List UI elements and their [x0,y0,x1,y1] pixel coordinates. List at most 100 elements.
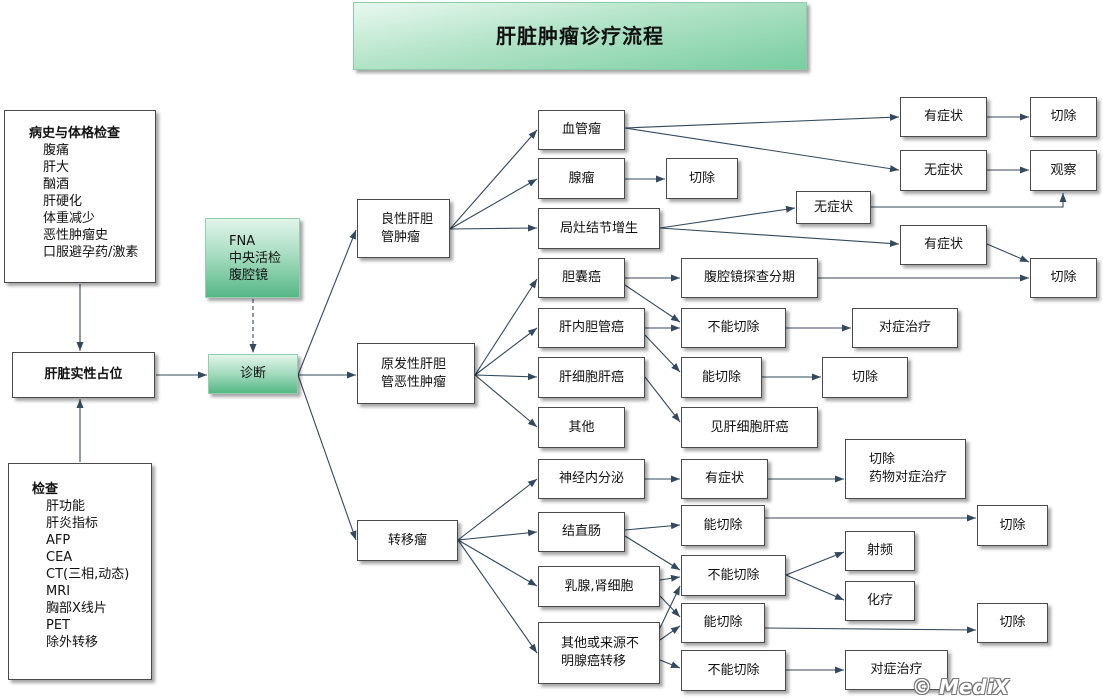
arrow-metastatic-to-neuroendocrine [457,478,538,541]
hemangioma-asymptomatic-box: 无症状 [900,150,987,191]
asymptomatic-label: 无症状 [923,162,963,178]
primary-label-line: 管恶性肿瘤 [381,374,447,390]
biopsy-item: 腹腔镜 [229,267,269,283]
arrow-resectable-to-resection-lower [764,626,977,634]
breast-renal-label: 乳腺,肾细胞 [564,578,634,594]
asymptomatic-label: 无症状 [813,199,853,215]
intrahepatic-label: 肝内胆管癌 [558,320,624,335]
resectable-label: 能切除 [703,615,743,630]
fnh-asymptomatic-box: 无症状 [796,191,871,224]
resection-label: 切除 [851,369,878,385]
exam-item: 除外转移 [46,635,99,650]
arrow-hemangioma-to-asymptomatic [624,127,900,173]
metastatic-palliative-box: 对症治疗 [845,650,948,690]
arrow-hemangioma-to-symptomatic [624,113,900,129]
colorectal-box: 结直肠 [538,512,625,552]
primary-other-box: 其他 [538,407,625,448]
neuroendocrine-label: 神经内分泌 [558,471,624,486]
primary-resectable-box: 能切除 [681,357,762,398]
history-item: 口服避孕药/激素 [43,245,139,260]
history-item: 腹痛 [43,143,70,158]
arrow-unresectable-to-chemo [785,574,845,601]
solid-liver-mass-box: 肝脏实性占位 [12,352,155,398]
fnh-box: 局灶结节增生 [538,208,660,249]
hcc-box: 肝细胞肝癌 [538,357,645,398]
gallbladder-cancer-box: 胆囊癌 [538,258,625,298]
biopsy-item: FNA [229,233,256,249]
arrow-primary-to-gallbladder [474,278,538,376]
arrow-fnh-symptomatic-to-resection [986,243,1030,263]
unresectable-label: 不能切除 [707,662,760,678]
unresectable-label: 不能切除 [707,567,760,583]
watermark: © MediX [912,675,1010,699]
primary-unresectable-box: 不能切除 [681,308,786,348]
arrow-hcc-to-refer [644,376,681,423]
chemotherapy-label: 化疗 [866,593,893,608]
exam-item: MRI [46,584,71,599]
arrow-fnh-asymptomatic-to-observation [871,193,1067,208]
resection-label: 切除 [999,517,1026,533]
neuroendocrine-treatment-box: 切除 药物对症治疗 [845,439,966,499]
palliative-label: 对症治疗 [870,662,923,677]
page-title-text: 肝脏肿瘤诊疗流程 [496,24,664,48]
exam-item: 肝炎指标 [46,516,99,531]
biopsy-box: FNA 中央活检 腹腔镜 [205,218,300,298]
arrow-colorectal-to-resectable [624,522,681,531]
history-item: 体重减少 [43,211,96,226]
laparoscopic-staging-box: 腹腔镜探查分期 [681,258,818,298]
history-heading: 病史与体格检查 [29,126,121,141]
hemangioma-label: 血管瘤 [561,122,601,137]
metastatic-unresectable-box: 不能切除 [681,555,786,596]
arrow-breast-to-unresectable [659,574,681,582]
history-item: 酗酒 [43,177,70,192]
history-item: 肝硬化 [43,194,83,209]
observation-box: 观察 [1030,150,1097,191]
benign-label-line: 良性肝胆 [381,211,434,227]
exam-item: 肝功能 [46,499,86,514]
arrow-benign-to-fnh [449,224,538,232]
resectable-label: 能切除 [701,369,741,385]
hemangioma-symptomatic-box: 有症状 [900,97,987,137]
history-box: 病史与体格检查 腹痛 肝大 酗酒 肝硬化 体重减少 恶性肿瘤史 口服避孕药/激素 [4,110,156,283]
arrow-colorectal-to-unresectable [624,535,681,571]
metastatic-other-line: 明腺癌转移 [561,654,627,669]
primary-resection-box: 切除 [822,357,908,398]
unresectable-label: 不能切除 [707,320,760,335]
intrahepatic-cholangiocarcinoma-box: 肝内胆管癌 [538,308,645,348]
adenoma-label: 腺瘤 [568,170,595,186]
hcc-label: 肝细胞肝癌 [558,369,624,385]
exam-item: CEA [46,550,73,565]
metastatic-other-line: 其他或来源不 [561,636,640,651]
primary-label-line: 原发性肝胆 [381,356,447,372]
exams-box: 检查 肝功能 肝炎指标 AFP CEA CT(三相,动态) MRI 胸部X线片 … [8,463,152,680]
history-item: 恶性肿瘤史 [43,228,109,243]
symptomatic-label: 有症状 [923,109,963,124]
treatment-line: 药物对症治疗 [869,470,948,485]
resectable-label: 能切除 [703,517,743,533]
adenoma-resection-box: 切除 [666,158,738,199]
arrow-benign-to-adenoma [449,178,538,230]
colorectal-resection-box: 切除 [977,505,1048,546]
resection-label: 切除 [1050,109,1077,124]
staging-label: 腹腔镜探查分期 [703,270,795,285]
metastatic-unresectable-lower-box: 不能切除 [681,650,786,691]
hemangioma-box: 血管瘤 [538,110,625,150]
diagnosis-label: 诊断 [239,366,266,381]
see-hcc-box: 见肝细胞肝癌 [681,407,818,448]
arrow-gallbladder-to-unresectable [624,284,681,323]
page-title: 肝脏肿瘤诊疗流程 [353,2,807,70]
exam-item: 胸部X线片 [46,601,107,616]
rfa-box: 射频 [845,531,915,571]
gallbladder-cancer-label: 胆囊癌 [561,270,601,285]
benign-box: 良性肝胆 管肿瘤 [357,199,450,258]
metastatic-label: 转移瘤 [387,532,427,548]
observation-label: 观察 [1050,162,1077,178]
metastatic-resection-box: 切除 [977,603,1048,643]
fnh-label: 局灶结节增生 [559,220,638,236]
metastatic-other-box: 其他或来源不 明腺癌转移 [538,622,660,684]
metastatic-box: 转移瘤 [357,520,458,561]
other-label: 其他 [568,419,595,435]
history-item: 肝大 [43,160,70,175]
arrow-primary-to-hcc [474,373,538,381]
